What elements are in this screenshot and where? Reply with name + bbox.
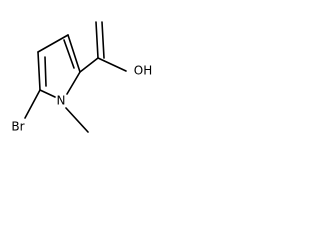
structure-canvas: N OH Br [0, 0, 162, 162]
nitrogen-label: N [57, 94, 66, 108]
bromine-label: Br [11, 120, 24, 134]
bond-carboxyl-carbonyl [95, 21, 105, 59]
bond-ring-n1-c2 [66, 71, 81, 95]
bond-n-methyl [65, 107, 89, 133]
bond-ring-c4-c5 [37, 51, 47, 91]
hydroxyl-label: OH [134, 64, 152, 78]
bond-ring-c2-c3 [63, 34, 81, 73]
bond-c5-bromine [24, 89, 41, 119]
chemical-structure-diagram: N OH Br [11, 21, 152, 134]
bond-carboxyl-hydroxyl [97, 57, 127, 72]
bond-c2-carboxyl-carbon [79, 57, 99, 73]
bond-ring-c3-c4 [37, 34, 69, 53]
bond-ring-c5-n1 [39, 89, 56, 98]
